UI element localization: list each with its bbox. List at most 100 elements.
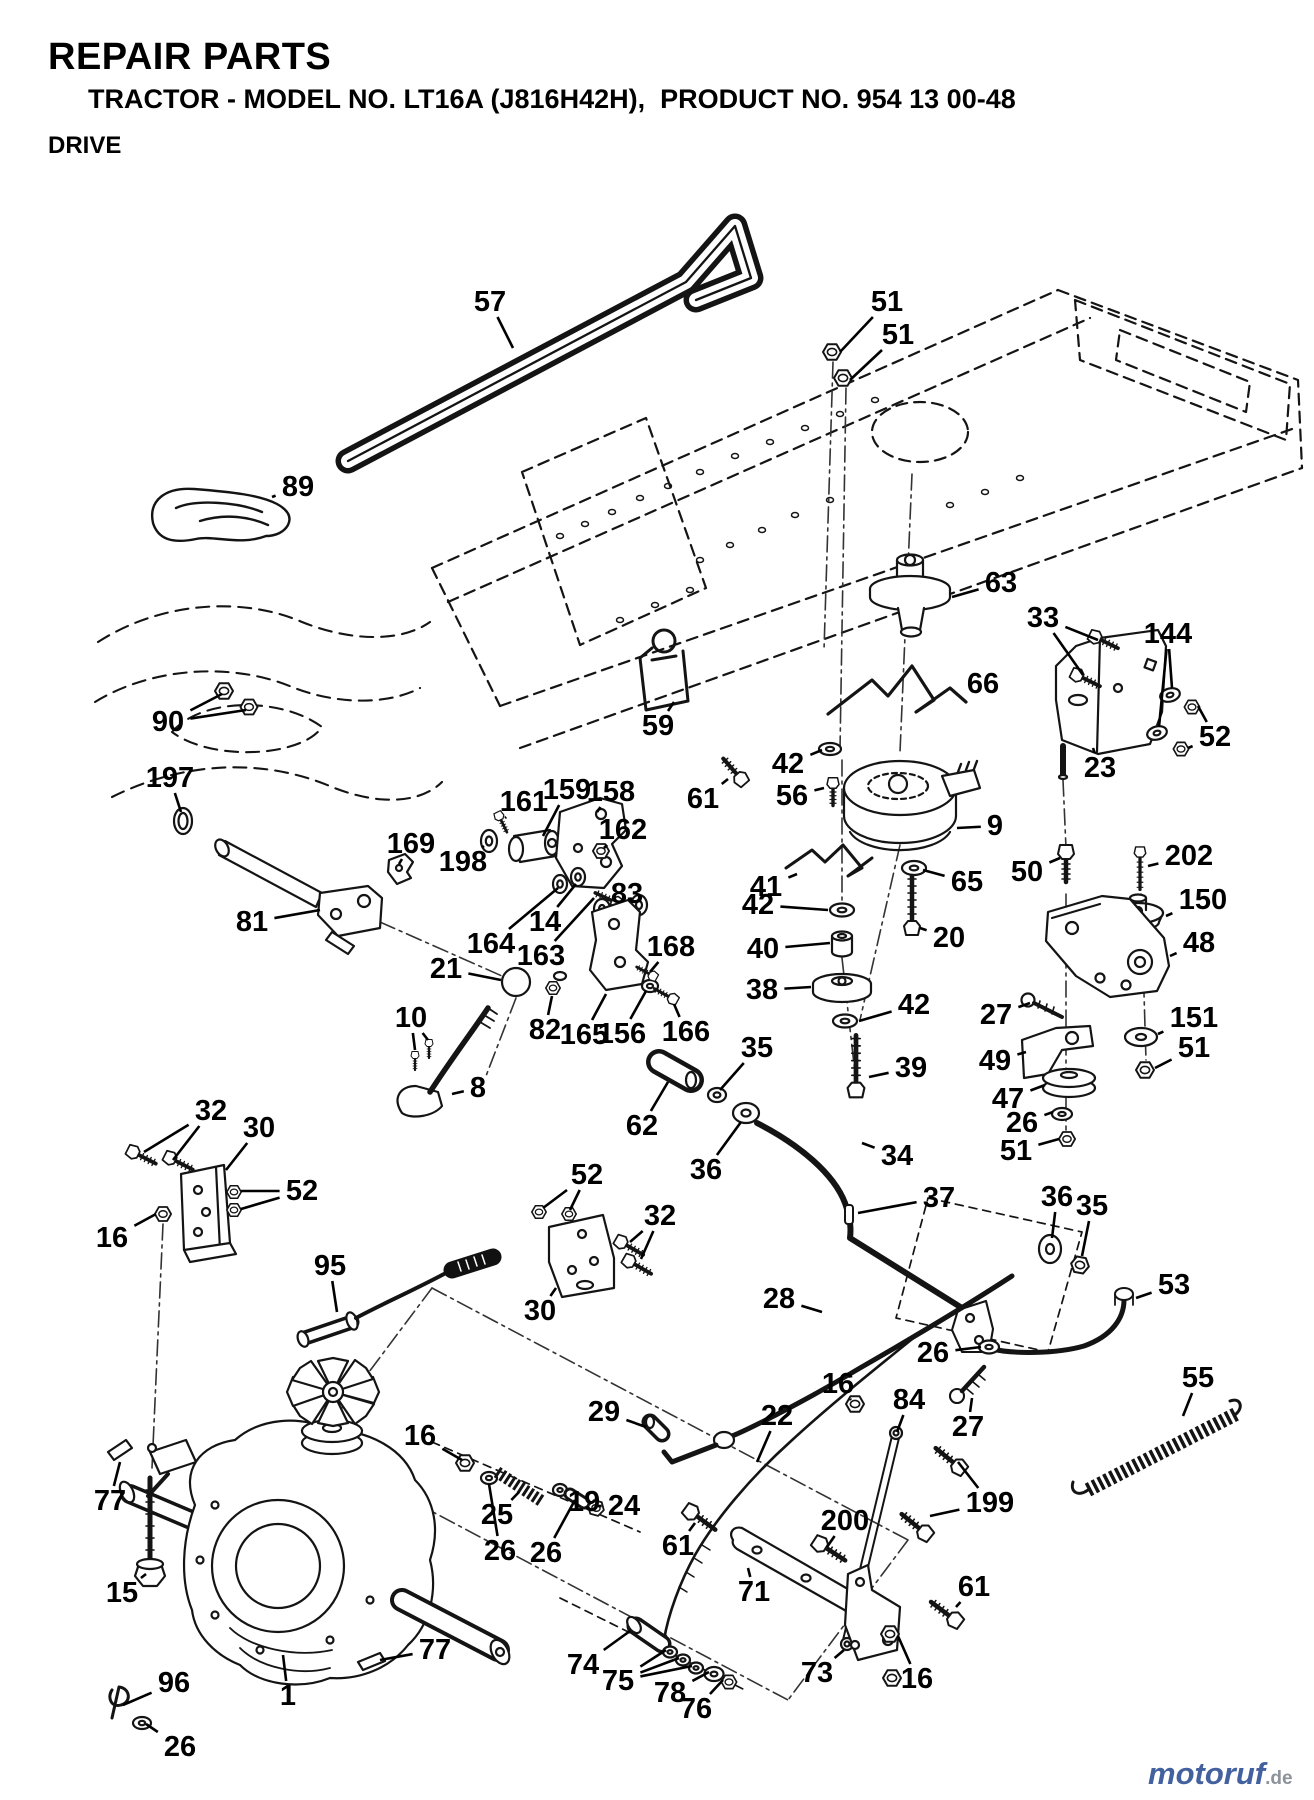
part-label-65: 65 <box>951 866 983 898</box>
part-rod-34 <box>754 1120 1134 1355</box>
part-label-53: 53 <box>1158 1269 1190 1301</box>
part-label-29: 29 <box>588 1396 620 1428</box>
part-label-41: 41 <box>750 871 782 903</box>
part-label-16: 16 <box>96 1222 128 1254</box>
leader-line-52 <box>568 1189 581 1211</box>
leader-line-32 <box>629 1230 644 1243</box>
leader-line-33 <box>1064 625 1099 642</box>
part-label-32: 32 <box>644 1200 676 1232</box>
leader-line-27 <box>968 1397 974 1413</box>
leader-line-51 <box>1154 1058 1173 1070</box>
part-label-156: 156 <box>598 1018 646 1050</box>
leader-line-96 <box>122 1691 153 1707</box>
leader-line-26 <box>553 1499 577 1539</box>
part-label-26: 26 <box>484 1535 516 1567</box>
leader-line-159 <box>541 804 561 837</box>
leader-line-23 <box>1091 747 1096 754</box>
leader-line-26 <box>145 1722 159 1734</box>
part-label-84: 84 <box>893 1384 925 1416</box>
part-label-16: 16 <box>822 1368 854 1400</box>
leader-line-89 <box>271 494 277 499</box>
part-label-21: 21 <box>430 953 462 985</box>
part-label-81: 81 <box>236 906 268 938</box>
part-label-198: 198 <box>439 846 487 878</box>
part-label-71: 71 <box>738 1576 770 1608</box>
leader-line-47 <box>1029 1083 1046 1092</box>
leader-line-26 <box>487 1483 499 1537</box>
part-bolt-20 <box>904 876 920 935</box>
part-label-9: 9 <box>987 810 1003 842</box>
leader-line-52 <box>1196 705 1208 723</box>
part-brake-rod-95 <box>296 1248 502 1348</box>
part-label-15: 15 <box>106 1577 138 1609</box>
leader-line-63 <box>951 588 979 599</box>
model-subtitle: TRACTOR - MODEL NO. LT16A (J816H42H), PR… <box>88 84 1016 114</box>
leader-line-50 <box>1048 856 1061 864</box>
part-label-42: 42 <box>898 989 930 1021</box>
leader-line-166 <box>672 1003 681 1018</box>
part-label-151: 151 <box>1170 1002 1218 1034</box>
leader-line-73 <box>833 1649 845 1659</box>
part-label-34: 34 <box>881 1140 913 1172</box>
part-label-1: 1 <box>280 1680 296 1712</box>
part-idler-arm-48-group <box>1020 845 1171 1148</box>
leader-line-26 <box>955 1345 982 1352</box>
part-ring-197 <box>172 806 194 836</box>
part-label-199: 199 <box>966 1487 1014 1519</box>
leader-line-52 <box>1187 744 1194 750</box>
part-bracket-73 <box>843 1563 902 1662</box>
leader-line-84 <box>895 1414 905 1433</box>
part-label-74: 74 <box>567 1649 599 1681</box>
part-label-26: 26 <box>1006 1107 1038 1139</box>
part-label-63: 63 <box>985 567 1017 599</box>
part-label-50: 50 <box>1011 856 1043 888</box>
leader-line-38 <box>784 985 812 990</box>
part-nut-16e2 <box>881 1669 903 1687</box>
part-label-23: 23 <box>1084 752 1116 784</box>
part-label-14: 14 <box>529 906 561 938</box>
part-eyebolt-27b <box>948 1364 987 1405</box>
leader-line-37 <box>857 1200 917 1215</box>
leader-line-56 <box>814 786 825 792</box>
part-label-61: 61 <box>687 783 719 815</box>
part-label-202: 202 <box>1165 840 1213 872</box>
watermark-brand: motoruf <box>1148 1756 1266 1791</box>
part-label-168: 168 <box>647 931 695 963</box>
leader-line-40 <box>785 941 831 949</box>
part-washer-26c <box>977 1339 1001 1355</box>
part-idler-stack <box>784 741 874 1097</box>
leader-line-199 <box>956 1461 980 1489</box>
part-spring-25-chain <box>454 1454 607 1518</box>
leader-line-26 <box>1043 1110 1054 1117</box>
part-label-163: 163 <box>517 940 565 972</box>
part-label-169: 169 <box>387 828 435 860</box>
part-washer-36b-nut-35b <box>1037 1233 1092 1276</box>
part-label-51: 51 <box>1178 1032 1210 1064</box>
part-label-158: 158 <box>587 776 635 808</box>
leader-line-197 <box>173 792 183 813</box>
part-label-90: 90 <box>152 706 184 738</box>
leader-line-30 <box>224 1142 249 1171</box>
leader-line-144 <box>1167 648 1174 689</box>
leader-line-164 <box>508 887 559 930</box>
leader-line-9 <box>956 825 981 830</box>
leader-line-34 <box>861 1141 876 1149</box>
part-spacer-74-chain <box>626 1615 738 1690</box>
part-label-162: 162 <box>599 814 647 846</box>
part-label-16: 16 <box>404 1420 436 1452</box>
part-label-61: 61 <box>958 1571 990 1603</box>
leader-line-199 <box>929 1508 960 1518</box>
watermark-link[interactable]: motoruf.de <box>1148 1756 1293 1792</box>
leader-line-8 <box>451 1090 465 1096</box>
leader-line-35 <box>1080 1220 1091 1257</box>
part-label-26: 26 <box>530 1537 562 1569</box>
leader-line-75 <box>639 1648 667 1668</box>
leader-line-144 <box>1157 648 1168 728</box>
leader-line-15 <box>140 1572 147 1580</box>
leader-line-28 <box>801 1304 823 1314</box>
leader-line-202 <box>1147 862 1159 868</box>
leader-line-52 <box>542 1188 568 1210</box>
leader-line-162 <box>603 844 609 849</box>
